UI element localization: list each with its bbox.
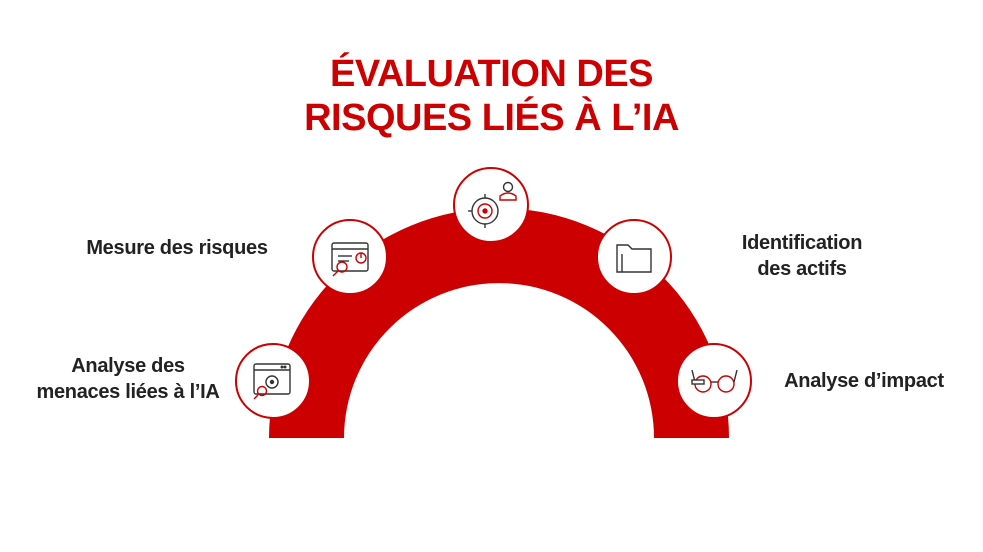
chart-window-icon xyxy=(331,242,369,277)
page-title: ÉVALUATION DES RISQUES LIÉS À L’IA xyxy=(0,52,983,140)
label-asset-identification-line-1: Identification xyxy=(741,232,863,254)
label-risk-measurement-line-1: Mesure des risques xyxy=(86,237,268,259)
step-node-threat-analysis xyxy=(235,343,311,419)
biohazard-window-icon xyxy=(253,363,291,400)
step-node-impact-analysis xyxy=(676,343,752,419)
step-node-risk-measurement xyxy=(312,219,388,295)
label-asset-identification: Identification des actifs xyxy=(716,230,888,282)
title-line-2: RISQUES LIÉS À L’IA xyxy=(304,97,679,139)
glasses-icon xyxy=(691,369,738,393)
step-node-threat-target xyxy=(453,167,529,243)
label-threat-analysis-line-1: Analyse des xyxy=(71,355,185,377)
label-threat-analysis: Analyse des menaces liées à l’IA xyxy=(22,353,234,405)
step-node-asset-identification xyxy=(596,219,672,295)
title-line-1: ÉVALUATION DES xyxy=(329,53,654,95)
label-threat-analysis-line-2: menaces liées à l’IA xyxy=(36,381,220,403)
label-risk-measurement: Mesure des risques xyxy=(62,235,292,261)
label-impact-analysis-line-1: Analyse d’impact xyxy=(784,370,944,392)
label-impact-analysis: Analyse d’impact xyxy=(762,368,966,394)
label-asset-identification-line-2: des actifs xyxy=(757,258,847,280)
target-threat-icon xyxy=(468,181,517,228)
folder-icon xyxy=(616,244,652,273)
